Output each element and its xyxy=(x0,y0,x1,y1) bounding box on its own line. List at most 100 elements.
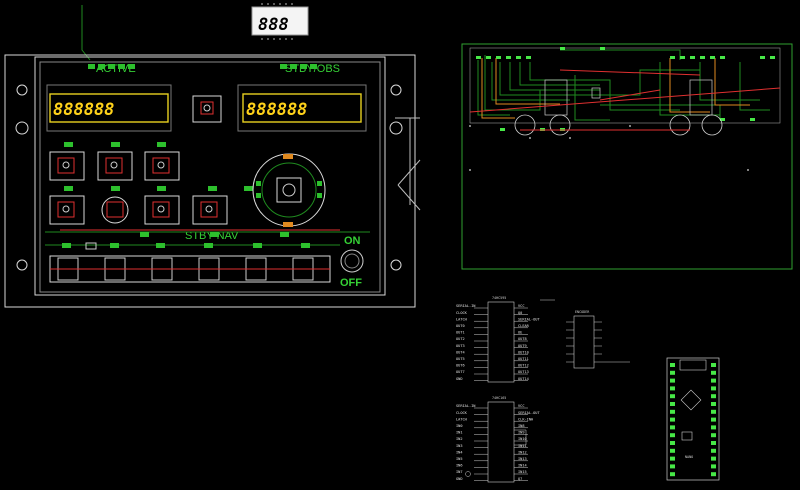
pin-label: Q0 xyxy=(518,311,522,315)
top-display-digits: 888 xyxy=(258,15,289,35)
pin-label: IN15 xyxy=(518,470,527,474)
pcb-layout-view[interactable] xyxy=(461,43,793,270)
pin-label: OUT2 xyxy=(456,337,465,341)
pin-label: OUT0 xyxy=(456,324,465,328)
pin-label: IN3 xyxy=(456,444,463,448)
pin-label: OUT9 xyxy=(518,344,527,348)
schematic-74hc595[interactable]: 74HC595 SERIAL-INCLOCKLATCHOUT0OUT1OUT2O… xyxy=(456,296,555,383)
svg-text:888888: 888888 xyxy=(246,100,307,120)
encoder-title: ENCODER xyxy=(575,310,590,314)
pin-label: SERIAL-IN xyxy=(456,304,475,308)
pin-label: OUT11 xyxy=(518,357,529,361)
nano-header-pad xyxy=(670,464,675,469)
standby-frequency-display: 888888 xyxy=(237,84,367,132)
pin-label: IN5 xyxy=(456,457,463,461)
pin-label: IN12 xyxy=(518,450,527,454)
pin-label: VCC xyxy=(518,304,525,308)
pin-label: IN11 xyxy=(518,444,527,448)
pin-label: OE xyxy=(518,331,522,335)
nano-header-pad xyxy=(711,378,716,383)
pin-label: OUT8 xyxy=(518,337,527,341)
on-label: ON xyxy=(344,235,361,247)
nano-header-pad xyxy=(711,394,716,399)
nano-header-pad xyxy=(711,456,716,461)
schematic-encoder[interactable]: ENCODER xyxy=(566,310,630,369)
nano-header-pad xyxy=(670,448,675,453)
nano-header-pad xyxy=(670,425,675,430)
top-display-module[interactable]: 888 xyxy=(251,3,309,40)
pin-label: OUT5 xyxy=(456,357,465,361)
nano-header-pad xyxy=(670,441,675,445)
power-knob[interactable] xyxy=(340,249,364,273)
pin-label: LATCH xyxy=(456,317,467,321)
nano-header-pad xyxy=(670,402,675,406)
pin-label: IN8 xyxy=(518,424,525,428)
nano-header-pad xyxy=(711,433,716,438)
bottom-button-row[interactable] xyxy=(49,255,331,283)
nano-header-pad xyxy=(670,378,675,383)
nano-header-pad xyxy=(670,409,675,414)
button-row-2[interactable] xyxy=(49,195,228,225)
pin-label: IN0 xyxy=(456,424,463,428)
pin-label: OUT3 xyxy=(456,344,465,348)
nano-header-pad xyxy=(711,409,716,414)
schematic-arduino-nano[interactable]: NANO xyxy=(666,357,720,481)
pin-label: IN2 xyxy=(456,437,463,441)
pin-label: OUT12 xyxy=(518,364,529,368)
pin-label: CLEAR xyxy=(518,324,530,328)
pin-label: IN13 xyxy=(518,457,527,461)
swap-button[interactable] xyxy=(192,95,222,123)
nano-header-pad xyxy=(711,425,716,430)
button-row-1[interactable] xyxy=(49,142,180,181)
pin-label: SERIAL-IN xyxy=(456,404,475,408)
pin-label: VCC xyxy=(518,404,525,408)
pin-label: GND xyxy=(456,377,463,381)
nano-header-pad xyxy=(670,386,675,391)
nano-header-pad xyxy=(711,464,716,469)
nano-header-pad xyxy=(670,394,675,399)
pin-label: OUT13 xyxy=(518,370,529,374)
pin-label: OUT4 xyxy=(456,350,465,354)
pin-label: IN9 xyxy=(518,431,525,435)
pin-label: CLOCK xyxy=(456,311,468,315)
pin-label: OUT7 xyxy=(456,370,465,374)
nano-header-pad xyxy=(670,417,675,422)
pin-label: Q7 xyxy=(518,477,522,481)
svg-text:888888: 888888 xyxy=(53,100,114,120)
pin-label: OUT1 xyxy=(456,331,465,335)
nano-header-pad xyxy=(670,363,675,367)
nano-header-pad xyxy=(711,402,716,406)
pin-label: OUT14 xyxy=(518,377,529,381)
pin-label: CLK-INH xyxy=(518,417,533,421)
off-label: OFF xyxy=(340,277,362,289)
schematic-74hc165[interactable]: 74HC165 SERIAL-INCLOCKLATCHIN0IN1IN2IN3I… xyxy=(456,396,540,483)
nano-header-pad xyxy=(711,417,716,422)
nano-header-pad xyxy=(670,433,675,438)
active-label: ACTIVE xyxy=(96,63,136,75)
nano-header-pad xyxy=(711,370,716,375)
pin-label: CLOCK xyxy=(456,411,468,415)
pin-label: IN14 xyxy=(518,464,527,468)
rotary-encoder[interactable] xyxy=(252,153,326,227)
nano-header-pad xyxy=(711,472,716,477)
u1-title: 74HC595 xyxy=(492,296,506,300)
nano-header-pad xyxy=(670,472,675,477)
u2-title: 74HC165 xyxy=(492,396,506,400)
pin-label: OUT6 xyxy=(456,364,465,368)
pin-label: SERIAL-OUT xyxy=(518,411,540,415)
pin-label: IN6 xyxy=(456,464,463,468)
pin-label: OUT10 xyxy=(518,350,529,354)
nano-header-pad xyxy=(711,363,716,367)
pin-label: SERIAL-OUT xyxy=(518,317,540,321)
nano-header-pad xyxy=(711,386,716,391)
pin-label: IN1 xyxy=(456,431,463,435)
pin-label: IN10 xyxy=(518,437,527,441)
nano-header-pad xyxy=(711,448,716,453)
nano-header-pad xyxy=(670,456,675,461)
pin-label: LATCH xyxy=(456,417,467,421)
pin-label: GND xyxy=(456,477,463,481)
pin-label: IN7 xyxy=(456,470,463,474)
nano-header-pad xyxy=(711,441,716,445)
radio-panel-board[interactable]: ACTIVE STBY/OBS STBY NAV ON OFF 888888 8… xyxy=(4,54,416,308)
